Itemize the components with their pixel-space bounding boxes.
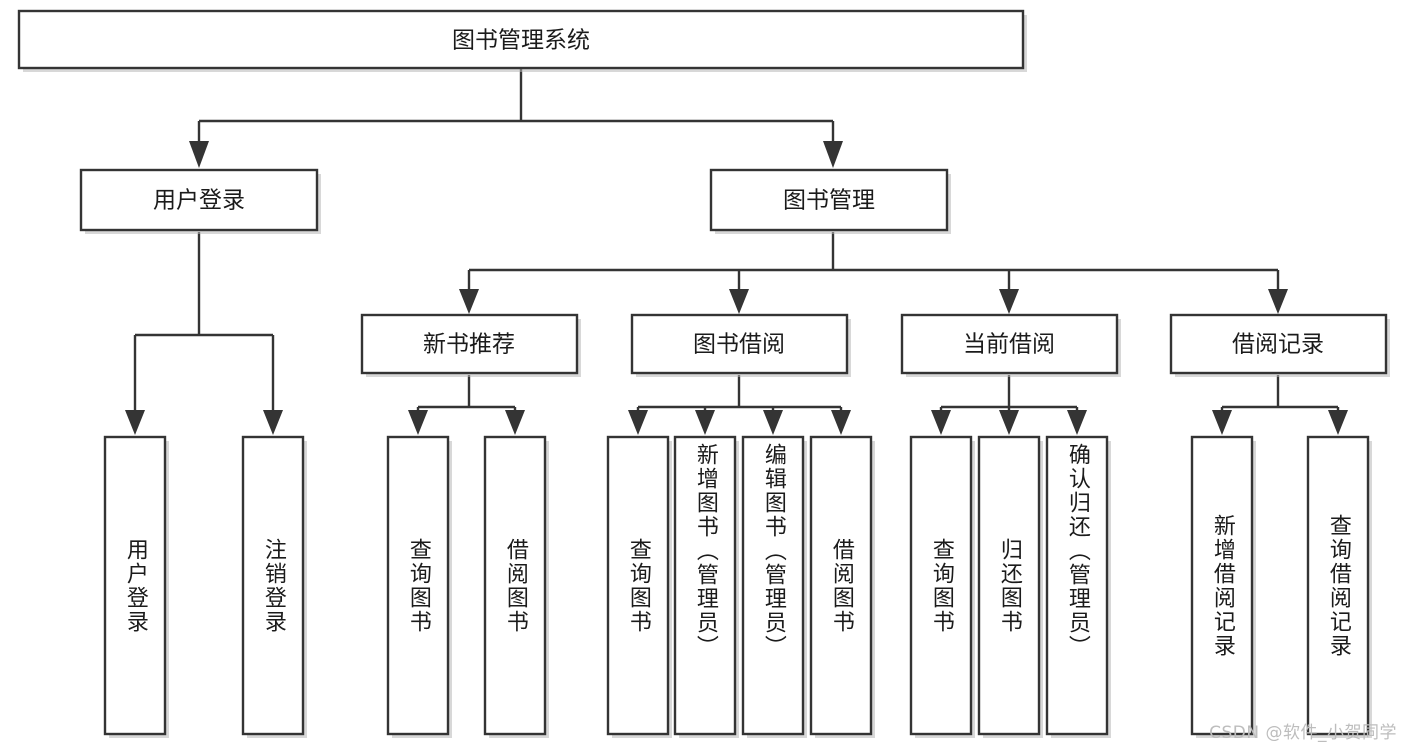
leaf-return-book-box[interactable]: [977, 435, 1041, 736]
arrow-new-book-rec-leaf-2: [505, 410, 525, 435]
arrow-new-book-rec-leaf-1: [408, 410, 428, 435]
node-user-login-box[interactable]: [79, 168, 319, 232]
arrow-user-login-leaf-1: [125, 410, 145, 435]
arrow-root-to-user-login: [189, 141, 209, 168]
leaf-add-book-box[interactable]: [673, 435, 737, 736]
node-current-borrow-label: 当前借阅: [963, 332, 1055, 358]
node-book-borrow-label: 图书借阅: [693, 332, 785, 358]
node-current-borrow[interactable]: 当前借阅: [900, 313, 1121, 377]
node-root-label: 图书管理系统: [452, 28, 590, 54]
arrow-book-borrow-leaf-4: [831, 410, 851, 435]
arrow-to-new-book-rec: [459, 289, 479, 314]
arrow-current-borrow-leaf-3: [1067, 410, 1087, 435]
node-book-borrow-box[interactable]: [630, 313, 849, 375]
arrow-borrow-record-leaf-2: [1328, 410, 1348, 435]
leaf-borrow-book-1-box[interactable]: [483, 435, 547, 736]
arrow-book-borrow-leaf-3: [763, 410, 783, 435]
node-book-manage-label: 图书管理: [783, 188, 875, 214]
node-root-box[interactable]: [17, 9, 1025, 70]
node-root[interactable]: 图书管理系统: [17, 9, 1027, 72]
node-user-login-label: 用户登录: [153, 188, 245, 214]
leaf-borrow-book-2-box[interactable]: [809, 435, 873, 736]
arrow-current-borrow-leaf-1: [931, 410, 951, 435]
arrow-to-borrow-record: [1268, 289, 1288, 314]
arrow-root-to-book-manage: [823, 141, 843, 168]
leaf-query-book-1-box[interactable]: [386, 435, 450, 736]
leaf-edit-book-box[interactable]: [741, 435, 805, 736]
leaf-logout-box[interactable]: [241, 435, 305, 736]
leaf-query-book-3-box[interactable]: [909, 435, 973, 736]
node-book-manage[interactable]: 图书管理: [709, 168, 951, 234]
node-current-borrow-box[interactable]: [900, 313, 1119, 375]
leaf-query-record-box[interactable]: [1306, 435, 1370, 736]
arrow-book-borrow-leaf-1: [628, 410, 648, 435]
node-borrow-record-box[interactable]: [1169, 313, 1388, 375]
arrow-book-borrow-leaf-2: [695, 410, 715, 435]
leaf-add-record-box[interactable]: [1190, 435, 1254, 736]
node-new-book-rec-box[interactable]: [360, 313, 579, 375]
connectors-group: [125, 68, 1348, 435]
node-borrow-record-label: 借阅记录: [1232, 332, 1324, 358]
arrow-user-login-leaf-2: [263, 410, 283, 435]
leaf-confirm-return-box[interactable]: [1045, 435, 1109, 736]
leaf-boxes-group: [103, 435, 1372, 738]
node-new-book-rec-label: 新书推荐: [423, 332, 515, 358]
leaf-query-book-2-box[interactable]: [606, 435, 670, 736]
arrow-to-book-borrow: [729, 289, 749, 314]
csdn-watermark: CSDN @软件_小贺同学: [1209, 723, 1397, 743]
leaf-user-login-box[interactable]: [103, 435, 167, 736]
arrow-current-borrow-leaf-2: [999, 410, 1019, 435]
arrow-borrow-record-leaf-1: [1212, 410, 1232, 435]
arrow-to-current-borrow: [999, 289, 1019, 314]
node-new-book-rec[interactable]: 新书推荐: [360, 313, 581, 377]
node-user-login[interactable]: 用户登录: [79, 168, 321, 234]
node-book-borrow[interactable]: 图书借阅: [630, 313, 851, 377]
node-book-manage-box[interactable]: [709, 168, 949, 232]
node-borrow-record[interactable]: 借阅记录: [1169, 313, 1390, 377]
